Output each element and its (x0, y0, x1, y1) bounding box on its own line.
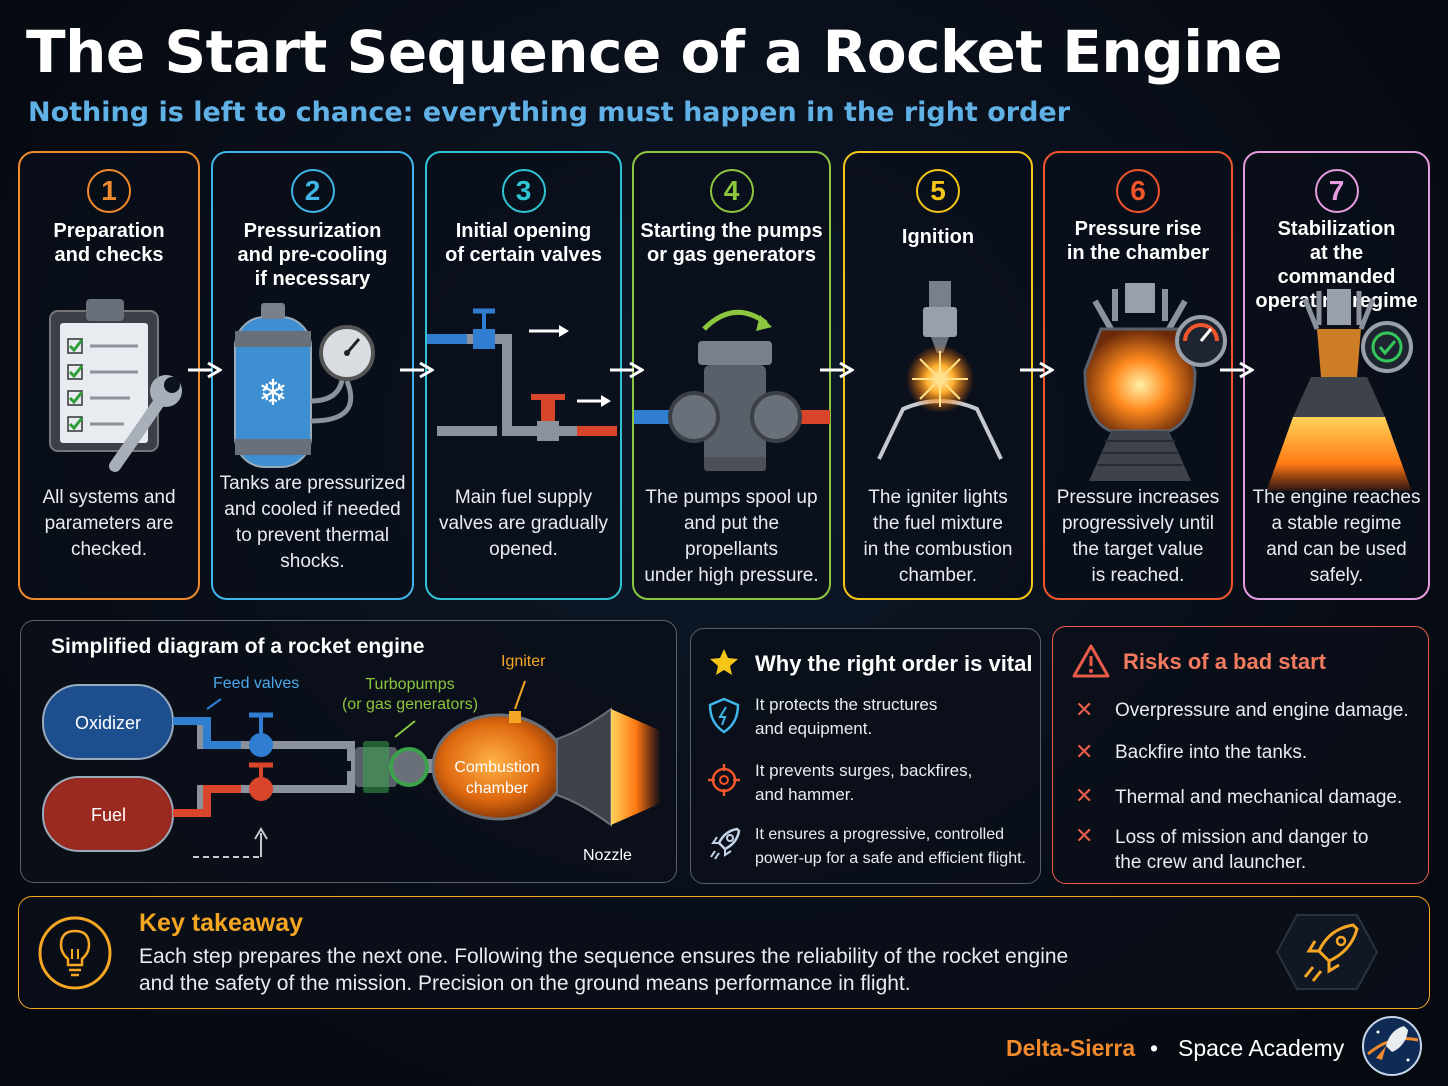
step-title: Ignition (901, 226, 975, 248)
risks-title: Risks of a bad start (1123, 649, 1326, 674)
arrow-right-icon (400, 361, 434, 379)
rocket-emblem-icon (1275, 914, 1379, 990)
arrow-right-icon (1020, 361, 1054, 379)
igniter-spark-icon (845, 267, 1031, 491)
why-title: Why the right order is vital (755, 651, 1033, 676)
footer-subtitle: Space Academy (1178, 1035, 1345, 1061)
lightbulb-icon (38, 916, 112, 990)
tank-gauge-icon: ❄ (213, 281, 412, 491)
crosshair-icon (708, 764, 740, 796)
cross-icon: ✕ (1075, 823, 1094, 848)
risk-item: Thermal and mechanical damage. (1115, 787, 1403, 808)
cross-icon: ✕ (1075, 783, 1094, 808)
pump-icon (634, 281, 830, 491)
step-number-badge: 5 (916, 169, 960, 213)
step-number-badge: 4 (709, 169, 754, 213)
footer-separator: • (1150, 1035, 1159, 1061)
fuel-label: Fuel (91, 805, 127, 825)
warning-icon (1072, 644, 1110, 678)
takeaway-text: Each step prepares the next one. Followi… (139, 945, 1069, 995)
arrow-right-icon (1220, 361, 1254, 379)
engine-diagram-panel: Simplified diagram of a rocket engine (20, 620, 677, 883)
step-number-badge: 3 (501, 169, 546, 213)
academy-logo-icon (1362, 1016, 1422, 1076)
valves-icon (427, 281, 620, 491)
diagram-title: Simplified diagram of a rocket engine (51, 635, 425, 658)
footer-brand: Delta-Sierra (1006, 1035, 1136, 1061)
step-number-badge: 7 (1314, 169, 1359, 213)
risk-item: Overpressure and engine damage. (1115, 700, 1409, 721)
stable-engine-icon (1245, 281, 1428, 495)
svg-text:❄: ❄ (258, 373, 288, 414)
arrow-right-icon (610, 361, 644, 379)
why-order-panel: Why the right order is vital It protects… (690, 628, 1041, 884)
takeaway-title: Key takeaway (139, 909, 304, 937)
feed-valves-label: Feed valves (213, 675, 300, 692)
oxidizer-label: Oxidizer (75, 713, 142, 733)
step-number-badge: 2 (290, 169, 335, 213)
engine-diagram (42, 680, 661, 858)
risk-item: Backfire into the tanks. (1115, 742, 1308, 763)
page-subtitle: Nothing is left to chance: everything mu… (28, 97, 1071, 128)
cross-icon: ✕ (1075, 739, 1094, 764)
clipboard-wrench-icon (20, 281, 198, 491)
rocket-icon (710, 827, 741, 860)
nozzle-label: Nozzle (583, 847, 632, 864)
cross-icon: ✕ (1075, 697, 1094, 722)
step-number-badge: 1 (87, 169, 131, 213)
chamber-pressure-icon (1045, 281, 1231, 491)
turbopumps-label: Turbopumps(or gas generators) (341, 676, 479, 713)
shield-icon (708, 697, 740, 734)
step-number-badge: 6 (1116, 169, 1160, 213)
risks-panel: Risks of a bad start ✕ Overpressure and … (1052, 626, 1429, 884)
star-icon (710, 649, 738, 675)
igniter-label: Igniter (501, 653, 546, 670)
arrow-right-icon (820, 361, 854, 379)
key-takeaway-panel: Key takeaway Each step prepares the next… (18, 896, 1430, 1009)
arrow-right-icon (188, 361, 222, 379)
why-item: It prevents surges, backfires,and hammer… (755, 761, 973, 804)
page-title: The Start Sequence of a Rocket Engine (26, 18, 1283, 86)
